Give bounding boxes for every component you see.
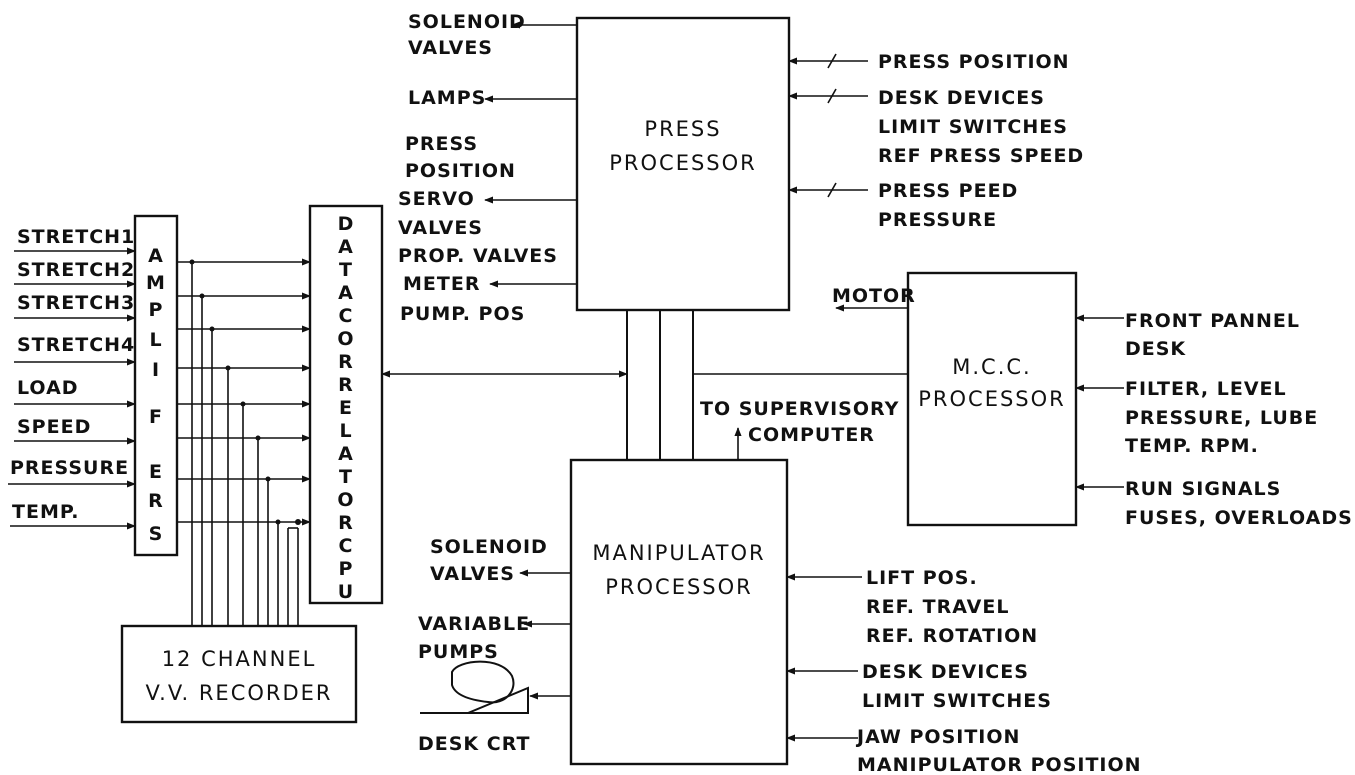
junction-dot: [210, 327, 215, 332]
mcc-label-fuses-overloads: FUSES, OVERLOADS: [1125, 507, 1353, 529]
press-label-limit-switches: LIMIT SWITCHES: [878, 116, 1068, 138]
press-label-servo-valves: VALVES: [398, 217, 483, 239]
correlator-letter: C: [339, 305, 354, 327]
press-label-press: PRESS: [405, 133, 478, 155]
input-load: LOAD: [17, 377, 79, 399]
junction-dot: [295, 519, 301, 525]
correlator-letter: R: [338, 351, 354, 373]
correlator-letter: C: [339, 535, 354, 557]
press-processor-title-1: PRESS: [644, 117, 721, 141]
mcc-title-2: PROCESSOR: [918, 387, 1066, 411]
press-label-press-peed: PRESS PEED: [878, 180, 1018, 202]
correlator-letter: O: [337, 489, 354, 511]
correlator-letter: T: [339, 466, 353, 488]
correlator-letter: L: [339, 420, 352, 442]
press-label-solenoid: SOLENOID: [408, 11, 526, 33]
input-speed: SPEED: [17, 416, 91, 438]
mcc-title-1: M.C.C.: [952, 355, 1031, 379]
amplifiers-letter: R: [148, 490, 164, 512]
amplifiers-letter: M: [146, 272, 166, 294]
recorder-block: 12 CHANNEL V.V. RECORDER: [122, 626, 356, 722]
supervisory-line-1: TO SUPERVISORY: [700, 398, 899, 420]
input-stretch1: STRETCH1: [17, 226, 135, 248]
press-label-press-position: PRESS POSITION: [878, 51, 1070, 73]
amplifiers-letter: E: [149, 461, 163, 483]
junction-dot: [190, 260, 195, 265]
press-label-pump-pos: PUMP. POS: [400, 303, 525, 325]
correlator-letter: R: [338, 512, 354, 534]
input-temp: TEMP.: [12, 501, 80, 523]
press-label-pressure: PRESSURE: [878, 209, 997, 231]
amplifiers-letter: S: [149, 523, 164, 545]
press-label-meter: METER: [403, 273, 480, 295]
manip-label-jaw-position: JAW POSITION: [855, 726, 1020, 748]
amplifiers-letter: F: [149, 406, 163, 428]
mcc-processor-block: M.C.C. PROCESSOR MOTOR FRONT PANNEL DESK…: [832, 273, 1353, 529]
mcc-motor-label: MOTOR: [832, 285, 916, 307]
correlator-letter: O: [337, 328, 354, 350]
mcc-label-temp-rpm: TEMP. RPM.: [1125, 435, 1259, 457]
manip-label-ref-rotation: REF. ROTATION: [866, 625, 1038, 647]
correlator-letter: D: [338, 213, 355, 235]
recorder-line-2: V.V. RECORDER: [145, 681, 332, 705]
input-stretch4: STRETCH4: [17, 334, 135, 356]
mcc-label-desk: DESK: [1125, 338, 1186, 360]
correlator-letter: U: [338, 581, 354, 603]
data-correlator-block: D A T A C O R R E L A T O R C P U: [310, 206, 382, 603]
manipulator-processor-box: [571, 460, 787, 764]
amplifiers-letter: I: [152, 359, 160, 381]
recorder-line-1: 12 CHANNEL: [162, 647, 317, 671]
amplifiers-letter: A: [148, 245, 164, 267]
junction-dot: [200, 294, 205, 299]
manip-label-desk-devices: DESK DEVICES: [862, 661, 1029, 683]
press-label-lamps: LAMPS: [408, 87, 486, 109]
press-label-servo: SERVO: [398, 188, 475, 210]
press-label-valves: VALVES: [408, 37, 493, 59]
supervisory-line-2: COMPUTER: [748, 424, 875, 446]
manip-label-solenoid: SOLENOID: [430, 536, 548, 558]
input-stretch3: STRETCH3: [17, 292, 135, 314]
manip-label-pumps: PUMPS: [418, 641, 499, 663]
press-label-position: POSITION: [405, 160, 516, 182]
mcc-label-pressure-lube: PRESSURE, LUBE: [1125, 407, 1318, 429]
correlator-letter: T: [339, 259, 353, 281]
manip-label-variable: VARIABLE: [418, 613, 530, 635]
desk-crt-icon: [420, 662, 528, 713]
manip-label-desk-crt: DESK CRT: [418, 733, 530, 755]
correlator-letter: A: [338, 236, 354, 258]
desk-crt-screen: [452, 662, 513, 703]
manip-label-lift-pos: LIFT POS.: [866, 567, 978, 589]
press-label-desk-devices: DESK DEVICES: [878, 87, 1045, 109]
correlator-letter: A: [338, 282, 354, 304]
mcc-label-run-signals: RUN SIGNALS: [1125, 478, 1281, 500]
correlator-letter: E: [339, 397, 353, 419]
mcc-label-filter-level: FILTER, LEVEL: [1125, 378, 1287, 400]
amplifiers-letter: L: [149, 329, 162, 351]
correlator-letter: A: [338, 443, 354, 465]
mcc-label-front-pannel: FRONT PANNEL: [1125, 310, 1300, 332]
amplifiers-letter: P: [149, 299, 164, 321]
junction-dot: [276, 520, 281, 525]
junction-dot: [226, 366, 231, 371]
input-stretch2: STRETCH2: [17, 259, 135, 281]
manip-label-ref-travel: REF. TRAVEL: [866, 596, 1009, 618]
junction-dot: [256, 436, 261, 441]
junction-dot: [241, 402, 246, 407]
manip-label-valves: VALVES: [430, 563, 515, 585]
manip-label-limit-switches: LIMIT SWITCHES: [862, 690, 1052, 712]
amplifier-to-correlator-wiring: [177, 260, 310, 627]
manipulator-title-2: PROCESSOR: [605, 575, 753, 599]
press-processor-title-2: PROCESSOR: [609, 151, 757, 175]
press-label-prop-valves: PROP. VALVES: [398, 245, 558, 267]
input-pressure: PRESSURE: [10, 457, 129, 479]
junction-dot: [266, 477, 271, 482]
press-label-ref-press-speed: REF PRESS SPEED: [878, 145, 1084, 167]
correlator-letter: P: [339, 558, 354, 580]
manipulator-title-1: MANIPULATOR: [592, 541, 765, 565]
recorder-box: [122, 626, 356, 722]
amplifiers-block: A M P L I F E R S STRETCH1 STRETCH2 STRE…: [8, 216, 177, 555]
manip-label-manipulator-position: MANIPULATOR POSITION: [857, 754, 1142, 775]
correlator-letter: R: [338, 374, 354, 396]
